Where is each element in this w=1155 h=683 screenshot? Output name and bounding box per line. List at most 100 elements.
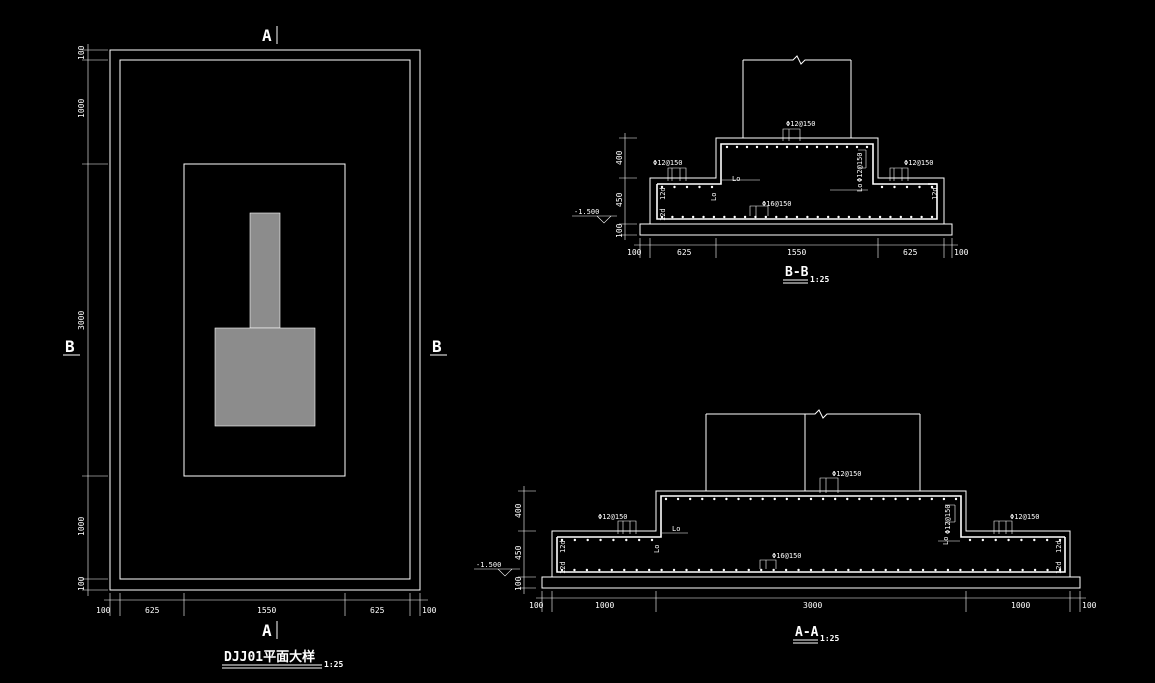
section-mark-b-left: B	[65, 337, 75, 356]
rebar-dot	[826, 215, 830, 219]
aa-bar-mark-left	[617, 520, 637, 534]
rebar-dot	[847, 215, 851, 219]
aa-dim-bottom: 100 1000 3000 1000 100	[529, 591, 1097, 612]
rebar-dot	[906, 497, 909, 501]
plan-dim-bottom-3: 625	[370, 606, 385, 615]
rebar-dot	[868, 215, 871, 219]
aa-lap-label-mid: Lo	[653, 545, 661, 553]
bb-column	[742, 55, 852, 138]
aa-dim-bottom-3: 1000	[1011, 601, 1030, 610]
rebar-dot	[896, 568, 900, 572]
aa-elevation-marker	[474, 568, 520, 577]
rebar-dot	[825, 145, 829, 149]
bb-bar-mark-vertical	[858, 149, 867, 169]
rebar-dot	[845, 145, 849, 149]
aa-top-rebar	[557, 495, 1065, 538]
bb-bar-mark-right	[889, 167, 909, 181]
aa-dim-bottom-4: 100	[1082, 601, 1097, 610]
section-aa: Φ12@150 Φ12@150 Φ12@150 Φ12@150 Φ16@150 …	[474, 409, 1097, 644]
plan-dim-bottom-4: 100	[422, 606, 437, 615]
bb-elevation-marker	[572, 215, 617, 224]
bb-rebar-bottom-label: Φ16@150	[762, 200, 792, 208]
bb-dim-left: 400 450 100	[615, 133, 637, 240]
rebar-dot	[1058, 538, 1062, 542]
rebar-dot	[733, 215, 736, 219]
rebar-dot	[1009, 568, 1012, 572]
rebar-dot	[698, 185, 701, 189]
rebar-dot	[773, 497, 776, 501]
rebar-dot	[846, 497, 849, 501]
rebar-dot	[834, 568, 838, 572]
rebar-dot	[560, 568, 564, 572]
rebar-dot	[918, 497, 921, 501]
aa-dim-left: 400 450 100	[514, 486, 536, 594]
bb-lap-label-right: Lo	[856, 184, 864, 192]
plan-view: A A B B 100 625 1550 625 100	[63, 26, 447, 669]
rebar-dot	[710, 185, 714, 189]
rebar-dot	[637, 538, 641, 542]
rebar-dot	[858, 215, 861, 219]
rebar-dot	[797, 568, 800, 572]
rebar-dot	[905, 185, 909, 189]
rebar-dot	[755, 145, 759, 149]
plan-dim-left-4: 100	[77, 576, 86, 591]
rebar-dot	[954, 497, 958, 501]
rebar-dot	[971, 568, 975, 572]
rebar-dot	[921, 568, 925, 572]
rebar-dot	[785, 145, 789, 149]
rebar-dot	[735, 145, 739, 149]
plan-dim-bottom-1: 625	[145, 606, 160, 615]
plan-dim-bottom-0: 100	[96, 606, 111, 615]
section-mark-a-top: A	[262, 26, 272, 45]
bb-d-label-right: 12d	[931, 187, 939, 200]
rebar-dot	[697, 568, 701, 572]
rebar-dot	[880, 185, 884, 189]
bb-rebar-vertical-label: Φ12@150	[856, 152, 864, 182]
aa-rebar-bottom-label: Φ16@150	[772, 552, 802, 560]
rebar-dot	[775, 145, 779, 149]
rebar-dot	[847, 568, 850, 572]
aa-dim-left-0: 400	[514, 503, 523, 518]
rebar-dot	[760, 568, 763, 572]
rebar-dot	[809, 497, 813, 501]
aa-lap-label-left: Lo	[672, 525, 680, 533]
bb-d-label-left-2: 12d	[659, 208, 667, 221]
plan-dim-bottom: 100 625 1550 625 100	[96, 593, 437, 616]
rebar-dot	[664, 497, 668, 501]
plan-dim-bottom-2: 1550	[257, 606, 276, 615]
bb-footing-outline	[649, 137, 945, 225]
rebar-dot	[560, 538, 564, 542]
aa-bar-mark-bottom	[759, 559, 777, 569]
aa-d-label-right-2: 12d	[1055, 561, 1063, 574]
rebar-dot	[688, 497, 692, 501]
rebar-dot	[809, 568, 813, 572]
aa-rebar-vertical-label: Φ12@150	[944, 504, 952, 534]
rebar-dot	[859, 568, 862, 572]
aa-d-label-left-2: 12d	[559, 561, 567, 574]
aa-lap-label-right: Lo	[942, 537, 950, 545]
rebar-dot	[821, 497, 825, 501]
rebar-dot	[1058, 568, 1062, 572]
rebar-dot	[599, 538, 602, 542]
aa-bar-mark-right	[993, 520, 1013, 534]
rebar-dot	[785, 497, 789, 501]
aa-dim-left-2: 100	[514, 576, 523, 591]
rebar-dot	[713, 497, 716, 501]
bb-title: B-B	[785, 265, 809, 280]
rebar-dot	[772, 568, 775, 572]
rebar-dot	[672, 568, 676, 572]
aa-rebar-dots	[560, 497, 1062, 572]
rebar-dot	[764, 215, 768, 219]
rebar-dot	[910, 215, 913, 219]
rebar-dot	[894, 497, 897, 501]
rebar-dot	[815, 145, 819, 149]
bb-rebar-dots	[660, 145, 934, 219]
bb-bar-mark-top	[782, 128, 801, 141]
bb-elevation: -1.500	[574, 208, 599, 216]
bb-scale: 1:25	[810, 275, 829, 284]
rebar-dot	[761, 497, 764, 501]
aa-dim-bottom-2: 3000	[803, 601, 822, 610]
rebar-dot	[735, 568, 738, 572]
rebar-dot	[837, 215, 840, 219]
